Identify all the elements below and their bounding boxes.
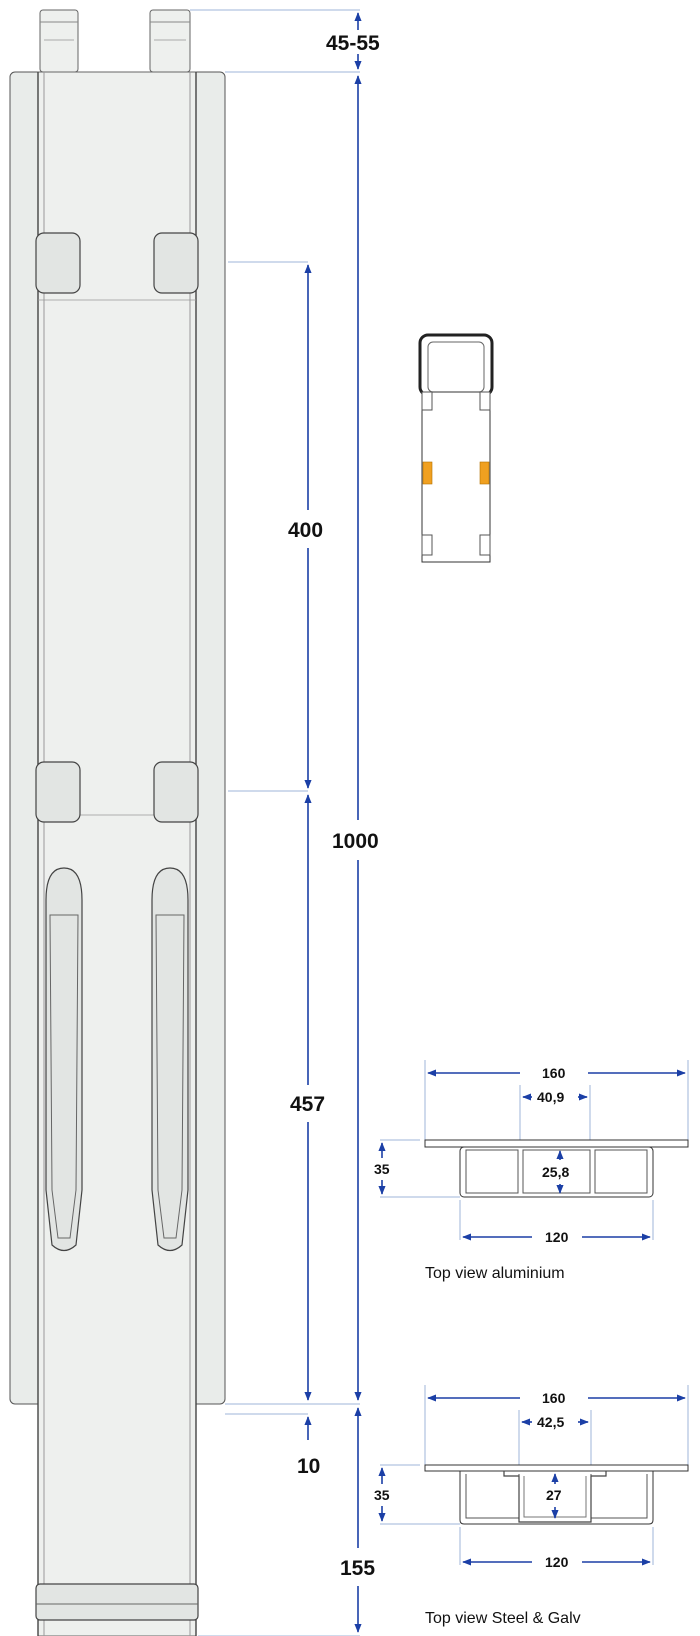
dimension-lines bbox=[304, 12, 362, 1633]
slot-upper-right bbox=[153, 232, 199, 294]
aluminium-profile: 160 40,9 25,8 35 120 Top view aluminium bbox=[374, 1060, 689, 1282]
alu-caption: Top view aluminium bbox=[425, 1265, 565, 1282]
top-tab-right bbox=[149, 9, 191, 73]
top-tab-left bbox=[39, 9, 79, 73]
inner-channel bbox=[37, 71, 197, 1636]
marker-left bbox=[422, 461, 433, 485]
steel-base-width-label: 120 bbox=[545, 1554, 569, 1570]
alu-height-label: 35 bbox=[374, 1161, 390, 1177]
steel-height-label: 35 bbox=[374, 1487, 390, 1503]
alu-top-flange bbox=[424, 1139, 689, 1148]
dim-lower-distance: 457 bbox=[290, 1093, 325, 1116]
alu-channel-depth-label: 25,8 bbox=[542, 1164, 569, 1180]
dim-overall-length: 1000 bbox=[332, 830, 379, 853]
alu-base-width-label: 120 bbox=[545, 1229, 569, 1245]
alu-channel-width-label: 40,9 bbox=[537, 1089, 564, 1105]
steel-width-label: 160 bbox=[542, 1390, 566, 1406]
steel-caption: Top view Steel & Galv bbox=[425, 1610, 581, 1627]
hook-left bbox=[45, 867, 83, 1252]
steel-channel-width-label: 42,5 bbox=[537, 1414, 564, 1430]
side-view-body bbox=[421, 391, 491, 563]
side-view bbox=[418, 333, 494, 563]
steel-top-flange bbox=[424, 1464, 689, 1472]
dim-slot-spacing: 400 bbox=[288, 519, 323, 542]
dim-extension: 155 bbox=[340, 1557, 375, 1580]
dim-bottom-offset: 10 bbox=[297, 1455, 320, 1478]
dim-tab-height: 45-55 bbox=[326, 32, 380, 55]
alu-width-label: 160 bbox=[542, 1065, 566, 1081]
bottom-foot bbox=[35, 1583, 199, 1621]
steel-profile: 160 42,5 27 35 120 Top view Steel & Galv bbox=[374, 1385, 689, 1627]
steel-body bbox=[459, 1470, 654, 1525]
slot-middle-left bbox=[35, 761, 81, 823]
slot-upper-left bbox=[35, 232, 81, 294]
slot-middle-right bbox=[153, 761, 199, 823]
marker-right bbox=[479, 461, 490, 485]
extension-lines bbox=[190, 9, 360, 1636]
elevation-view bbox=[9, 9, 226, 1636]
steel-channel-depth-label: 27 bbox=[546, 1487, 562, 1503]
hook-right bbox=[151, 867, 189, 1252]
